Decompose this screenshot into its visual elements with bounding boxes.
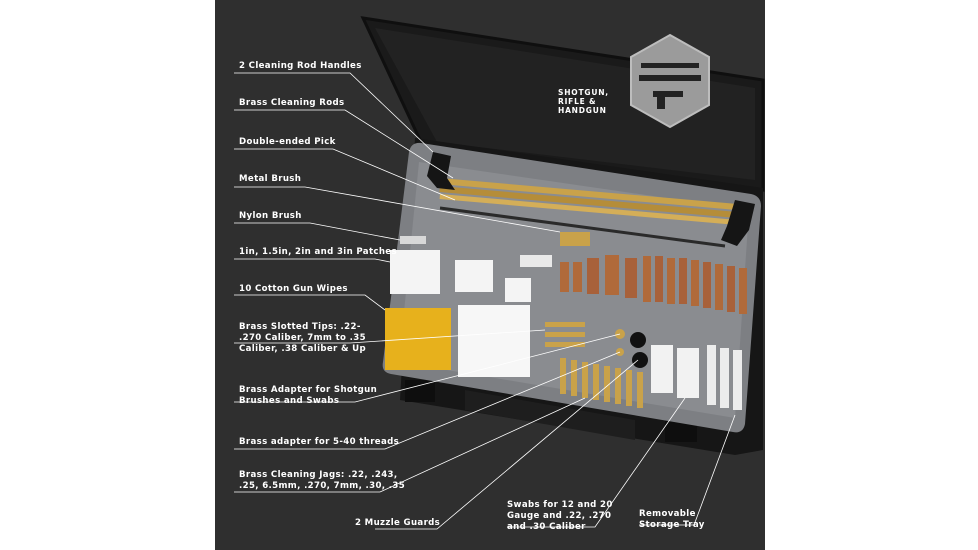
callout-rod-handles: 2 Cleaning Rod Handles — [239, 61, 362, 71]
double-ended-pick — [439, 206, 726, 248]
callout-shotgun-adapter: Brass Adapter for Shotgun Brushes and Sw… — [239, 385, 378, 406]
callout-leaders — [234, 72, 736, 530]
rod-handles — [427, 152, 755, 246]
shotgun-rifle-handgun-icon — [630, 33, 710, 129]
cotton-gun-wipes — [385, 308, 451, 370]
callout-patches: 1in, 1.5in, 2in and 3in Patches — [239, 247, 397, 257]
swabs — [651, 345, 742, 410]
product-infographic: SHOTGUN, RIFLE & HANDGUN 2 Cleaning Rod … — [215, 0, 765, 550]
case-latch — [405, 380, 435, 402]
callout-nylon-brush: Nylon Brush — [239, 211, 302, 221]
callout-wipes: 10 Cotton Gun Wipes — [239, 284, 348, 294]
bore-brushes — [560, 255, 747, 314]
callout-swabs: Swabs for 12 and 20 Gauge and .22, .270 … — [507, 500, 613, 532]
callout-jags: Brass Cleaning Jags: .22, .243, .25, 6.5… — [239, 470, 406, 491]
cleaning-kit-illustration — [234, 16, 765, 530]
callout-cleaning-rods: Brass Cleaning Rods — [239, 98, 345, 108]
callout-muzzle-guards: 2 Muzzle Guards — [355, 518, 441, 528]
nylon-brush — [400, 236, 552, 267]
metal-brush — [560, 232, 590, 246]
case-latch — [665, 420, 697, 442]
badge-text: SHOTGUN, RIFLE & HANDGUN — [558, 88, 609, 115]
callout-pick: Double-ended Pick — [239, 137, 336, 147]
firearm-type-badge — [627, 33, 713, 129]
slotted-tips — [545, 322, 585, 347]
callout-slotted-tips: Brass Slotted Tips: .22- .270 Caliber, 7… — [239, 322, 366, 354]
callout-thread-adapter: Brass adapter for 5-40 threads — [239, 437, 400, 447]
cleaning-jags — [560, 358, 643, 408]
callout-tray: Removable Storage Tray — [639, 509, 705, 530]
patches — [390, 250, 531, 377]
cleaning-rods — [439, 178, 749, 226]
callout-metal-brush: Metal Brush — [239, 174, 302, 184]
case-handle — [465, 390, 635, 440]
muzzle-guards — [630, 332, 648, 368]
